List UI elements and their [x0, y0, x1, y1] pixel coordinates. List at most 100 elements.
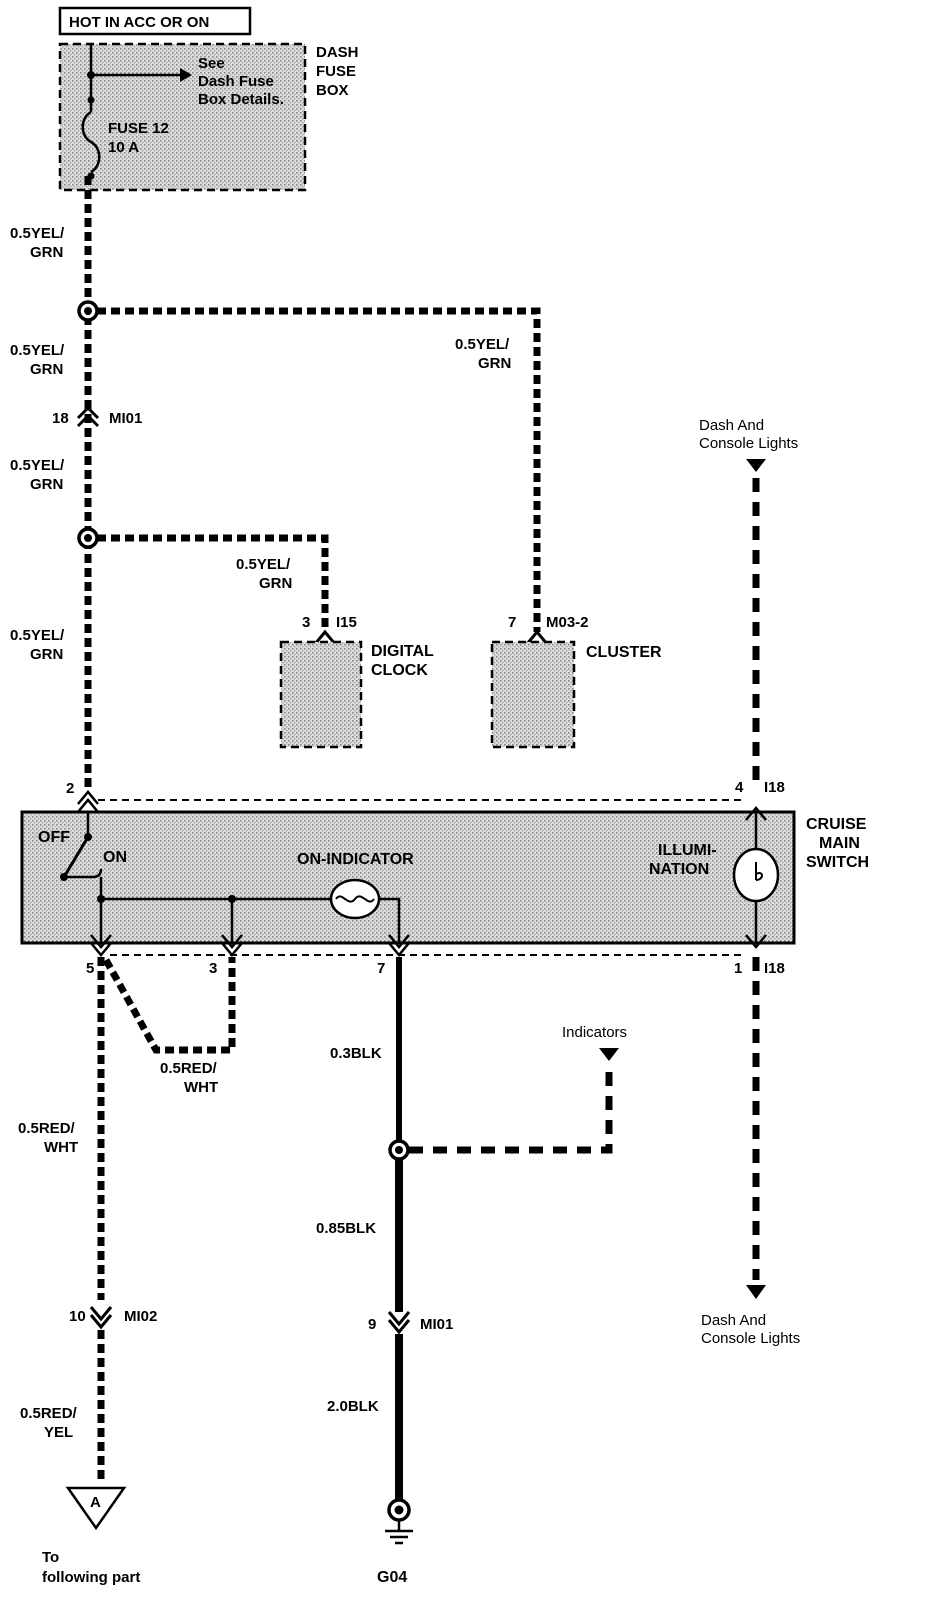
dash-lights-bottom-arrow-icon [746, 1285, 766, 1299]
switch-on-label: ON [103, 849, 127, 866]
connector-mi01-bottom-name: MI01 [420, 1316, 453, 1333]
cruise-switch-label-2: MAIN [819, 835, 860, 852]
pin-2-connector-icon [77, 790, 99, 813]
svg-text:GRN: GRN [30, 476, 63, 493]
dash-lights-top-2: Console Lights [699, 435, 798, 452]
connector-i18-top-name: I18 [764, 779, 785, 796]
svg-text:GRN: GRN [478, 355, 511, 372]
connector-m03-2-name: M03-2 [546, 614, 589, 631]
fuse-box-name-3: BOX [316, 82, 349, 99]
digital-clock-box [279, 640, 363, 749]
connector-i15-pin: 3 [302, 614, 310, 631]
connector-mi01-top-icon [76, 405, 100, 428]
switch-blade [62, 836, 90, 878]
ground-icon [385, 1529, 413, 1545]
wire-label-red1: 0.5RED/WHT [160, 1060, 218, 1096]
see-details-arrow-icon [180, 68, 192, 82]
svg-text:GRN: GRN [30, 646, 63, 663]
pin-4-connector-icon [745, 806, 767, 821]
continuation-letter: A [90, 1494, 101, 1511]
ground-label: G04 [377, 1569, 407, 1586]
illumination-label-1: ILLUMI- [658, 842, 717, 859]
connector-mi01-bottom-pin: 9 [368, 1316, 376, 1333]
splice-middle-core [84, 534, 92, 542]
fuse-12-symbol [81, 110, 101, 174]
svg-text:0.5RED/: 0.5RED/ [160, 1060, 218, 1077]
connector-mi01-top-pin: 18 [52, 410, 69, 427]
wire-label-blk3: 2.0BLK [327, 1398, 379, 1415]
fuse-box-name-2: FUSE [316, 63, 356, 80]
svg-text:0.5YEL/: 0.5YEL/ [10, 457, 65, 474]
fuse-box-name-1: DASH [316, 44, 359, 61]
wire-label-w6: 0.5YEL/GRN [236, 556, 292, 592]
dash-lights-bottom-1: Dash And [701, 1312, 766, 1329]
indicators-ref-label: Indicators [562, 1024, 627, 1041]
wire-label-blk1: 0.3BLK [330, 1045, 382, 1062]
wire-label-red3: 0.5RED/YEL [20, 1405, 78, 1441]
switch-on-arc [64, 868, 103, 879]
indicator-to-pin7 [379, 897, 401, 943]
continuation-triangle-a [65, 1486, 127, 1531]
connector-i18-bottom-name: I18 [764, 960, 785, 977]
pin-2-label: 2 [66, 780, 74, 797]
wire-red-loop [102, 957, 236, 1054]
pin-7-connector-icon [388, 934, 410, 957]
pin-4-label: 4 [735, 779, 744, 796]
fuse-terminal-dot-top [87, 96, 95, 104]
cruise-switch-label-3: SWITCH [806, 854, 869, 871]
connector-mi01-top-name: MI01 [109, 410, 142, 427]
wire-label-w5: 0.5YEL/GRN [455, 336, 511, 372]
switch-node-3 [228, 895, 236, 903]
svg-text:GRN: GRN [259, 575, 292, 592]
svg-text:WHT: WHT [184, 1079, 218, 1096]
splice-ground-core [395, 1146, 403, 1154]
wire-label-w1: 0.5YEL/GRN [10, 225, 65, 261]
see-details-2: Dash Fuse [198, 73, 274, 90]
splice-top-core [84, 307, 92, 315]
pin-3-connector-icon [221, 934, 243, 957]
cluster-box [490, 640, 576, 749]
pin-3-label: 3 [209, 960, 217, 977]
dash-lights-top-1: Dash And [699, 417, 764, 434]
switch-off-label: OFF [38, 829, 70, 846]
pin-5-label: 5 [86, 960, 94, 977]
cruise-switch-label-1: CRUISE [806, 816, 867, 833]
to-following-1: To [42, 1549, 59, 1566]
wire-label-w3: 0.5YEL/GRN [10, 457, 65, 493]
connector-mi01-bottom-icon [387, 1311, 411, 1335]
dash-lights-top-arrow-icon [746, 459, 766, 472]
see-details-3: Box Details. [198, 91, 284, 108]
cluster-label: CLUSTER [586, 644, 662, 661]
svg-text:GRN: GRN [30, 361, 63, 378]
connector-mi02-name: MI02 [124, 1308, 157, 1325]
ground-point-core [394, 1505, 404, 1515]
svg-text:0.5YEL/: 0.5YEL/ [455, 336, 510, 353]
see-details-1: See [198, 55, 225, 72]
on-indicator-label: ON-INDICATOR [297, 851, 414, 868]
connector-m03-2-icon [525, 629, 549, 645]
svg-text:YEL: YEL [44, 1424, 73, 1441]
on-indicator-filament [335, 895, 375, 903]
connector-i15-name: I15 [336, 614, 357, 631]
connector-mi02-icon [89, 1306, 113, 1330]
svg-text:0.5YEL/: 0.5YEL/ [10, 627, 65, 644]
wire-to-clock [97, 534, 329, 632]
svg-text:0.5YEL/: 0.5YEL/ [10, 342, 65, 359]
svg-text:0.5YEL/: 0.5YEL/ [236, 556, 291, 573]
fuse-label-1: FUSE 12 [108, 120, 169, 137]
connector-mi02-pin: 10 [69, 1308, 86, 1325]
to-following-2: following part [42, 1569, 140, 1586]
fuse-label-2: 10 A [108, 139, 139, 156]
switch-node-5 [97, 895, 105, 903]
connector-m03-2-pin: 7 [508, 614, 516, 631]
svg-text:0.5RED/: 0.5RED/ [18, 1120, 76, 1137]
wire-to-cluster [97, 307, 541, 632]
connector-i15-icon [313, 629, 337, 645]
dash-fuse-box [58, 42, 307, 192]
illumination-filament [755, 862, 763, 881]
wire-label-blk2: 0.85BLK [316, 1220, 376, 1237]
wire-label-red2: 0.5RED/WHT [18, 1120, 78, 1156]
illumination-label-2: NATION [649, 861, 709, 878]
digital-clock-label-1: DIGITAL [371, 643, 434, 660]
